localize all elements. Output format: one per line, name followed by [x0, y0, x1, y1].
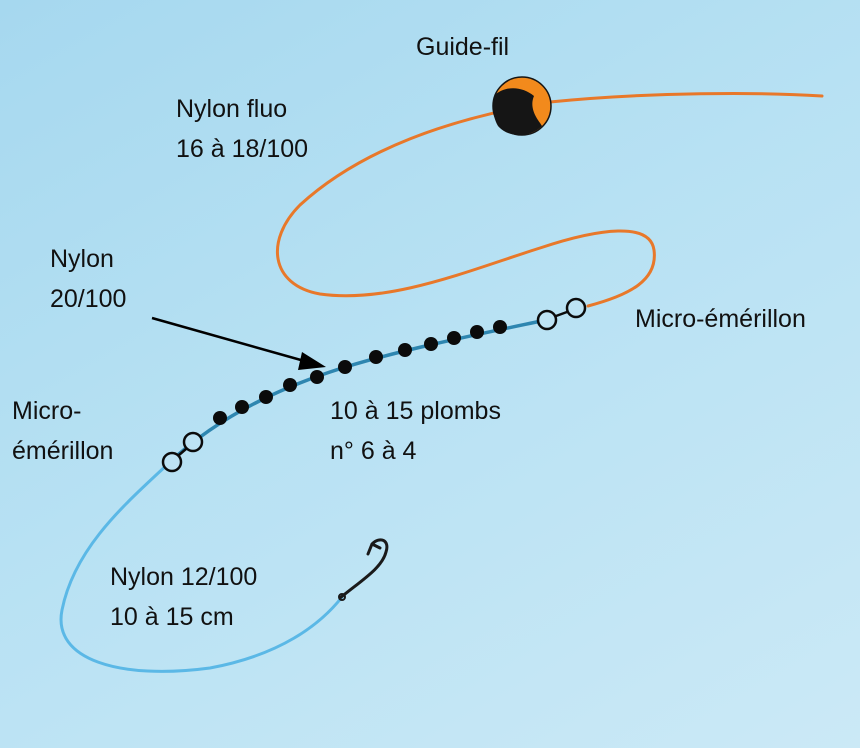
swivel-link: [178, 448, 187, 456]
label-guide-fil: Guide-fil: [416, 33, 510, 61]
split-shot: [447, 331, 461, 345]
arrow-head: [298, 352, 326, 370]
leader-line: [59, 460, 344, 673]
label-plombs-line1: 10 à 15 plombs: [330, 397, 501, 425]
swivel-ring: [565, 297, 587, 319]
split-shot: [283, 378, 297, 392]
swivel-ring: [536, 309, 558, 331]
swivel-ring: [182, 431, 204, 453]
split-shot: [259, 390, 273, 404]
label-micro-emerillon-left-line2: émérillon: [12, 437, 114, 465]
label-nylon-12-line2: 10 à 15 cm: [110, 603, 234, 631]
split-shot: [398, 343, 412, 357]
split-shot: [369, 350, 383, 364]
label-micro-emerillon-left-line1: Micro-: [12, 397, 82, 425]
split-shot: [235, 400, 249, 414]
swivel-link: [555, 310, 568, 318]
hook-shank: [338, 538, 389, 600]
micro-swivel-left: [161, 431, 204, 473]
split-shot: [213, 411, 227, 425]
split-shot: [310, 370, 324, 384]
label-plombs-line2: n° 6 à 4: [330, 437, 417, 465]
split-shot: [493, 320, 507, 334]
hook-eye: [338, 593, 346, 601]
fluo-line: [276, 92, 824, 308]
float-outline: [492, 76, 552, 136]
label-nylon-20-line1: Nylon: [50, 245, 114, 273]
pointer-arrow: [151, 316, 326, 370]
split-shot: [338, 360, 352, 374]
label-nylon-fluo-line2: 16 à 18/100: [176, 135, 309, 163]
guide-fil-float: [492, 76, 552, 136]
float-dark-half: [493, 88, 542, 135]
swivel-ring: [161, 451, 183, 473]
arrow-shaft: [151, 316, 309, 364]
label-micro-emerillon-right: Micro-émérillon: [635, 305, 806, 333]
split-shot: [470, 325, 484, 339]
label-nylon-12-line1: Nylon 12/100: [110, 563, 258, 591]
micro-swivel-right: [536, 297, 587, 331]
label-nylon-fluo-line1: Nylon fluo: [176, 95, 288, 123]
split-shot-group: [213, 320, 507, 425]
hook: [338, 538, 389, 601]
split-shot: [424, 337, 438, 351]
label-nylon-20-line2: 20/100: [50, 285, 127, 313]
